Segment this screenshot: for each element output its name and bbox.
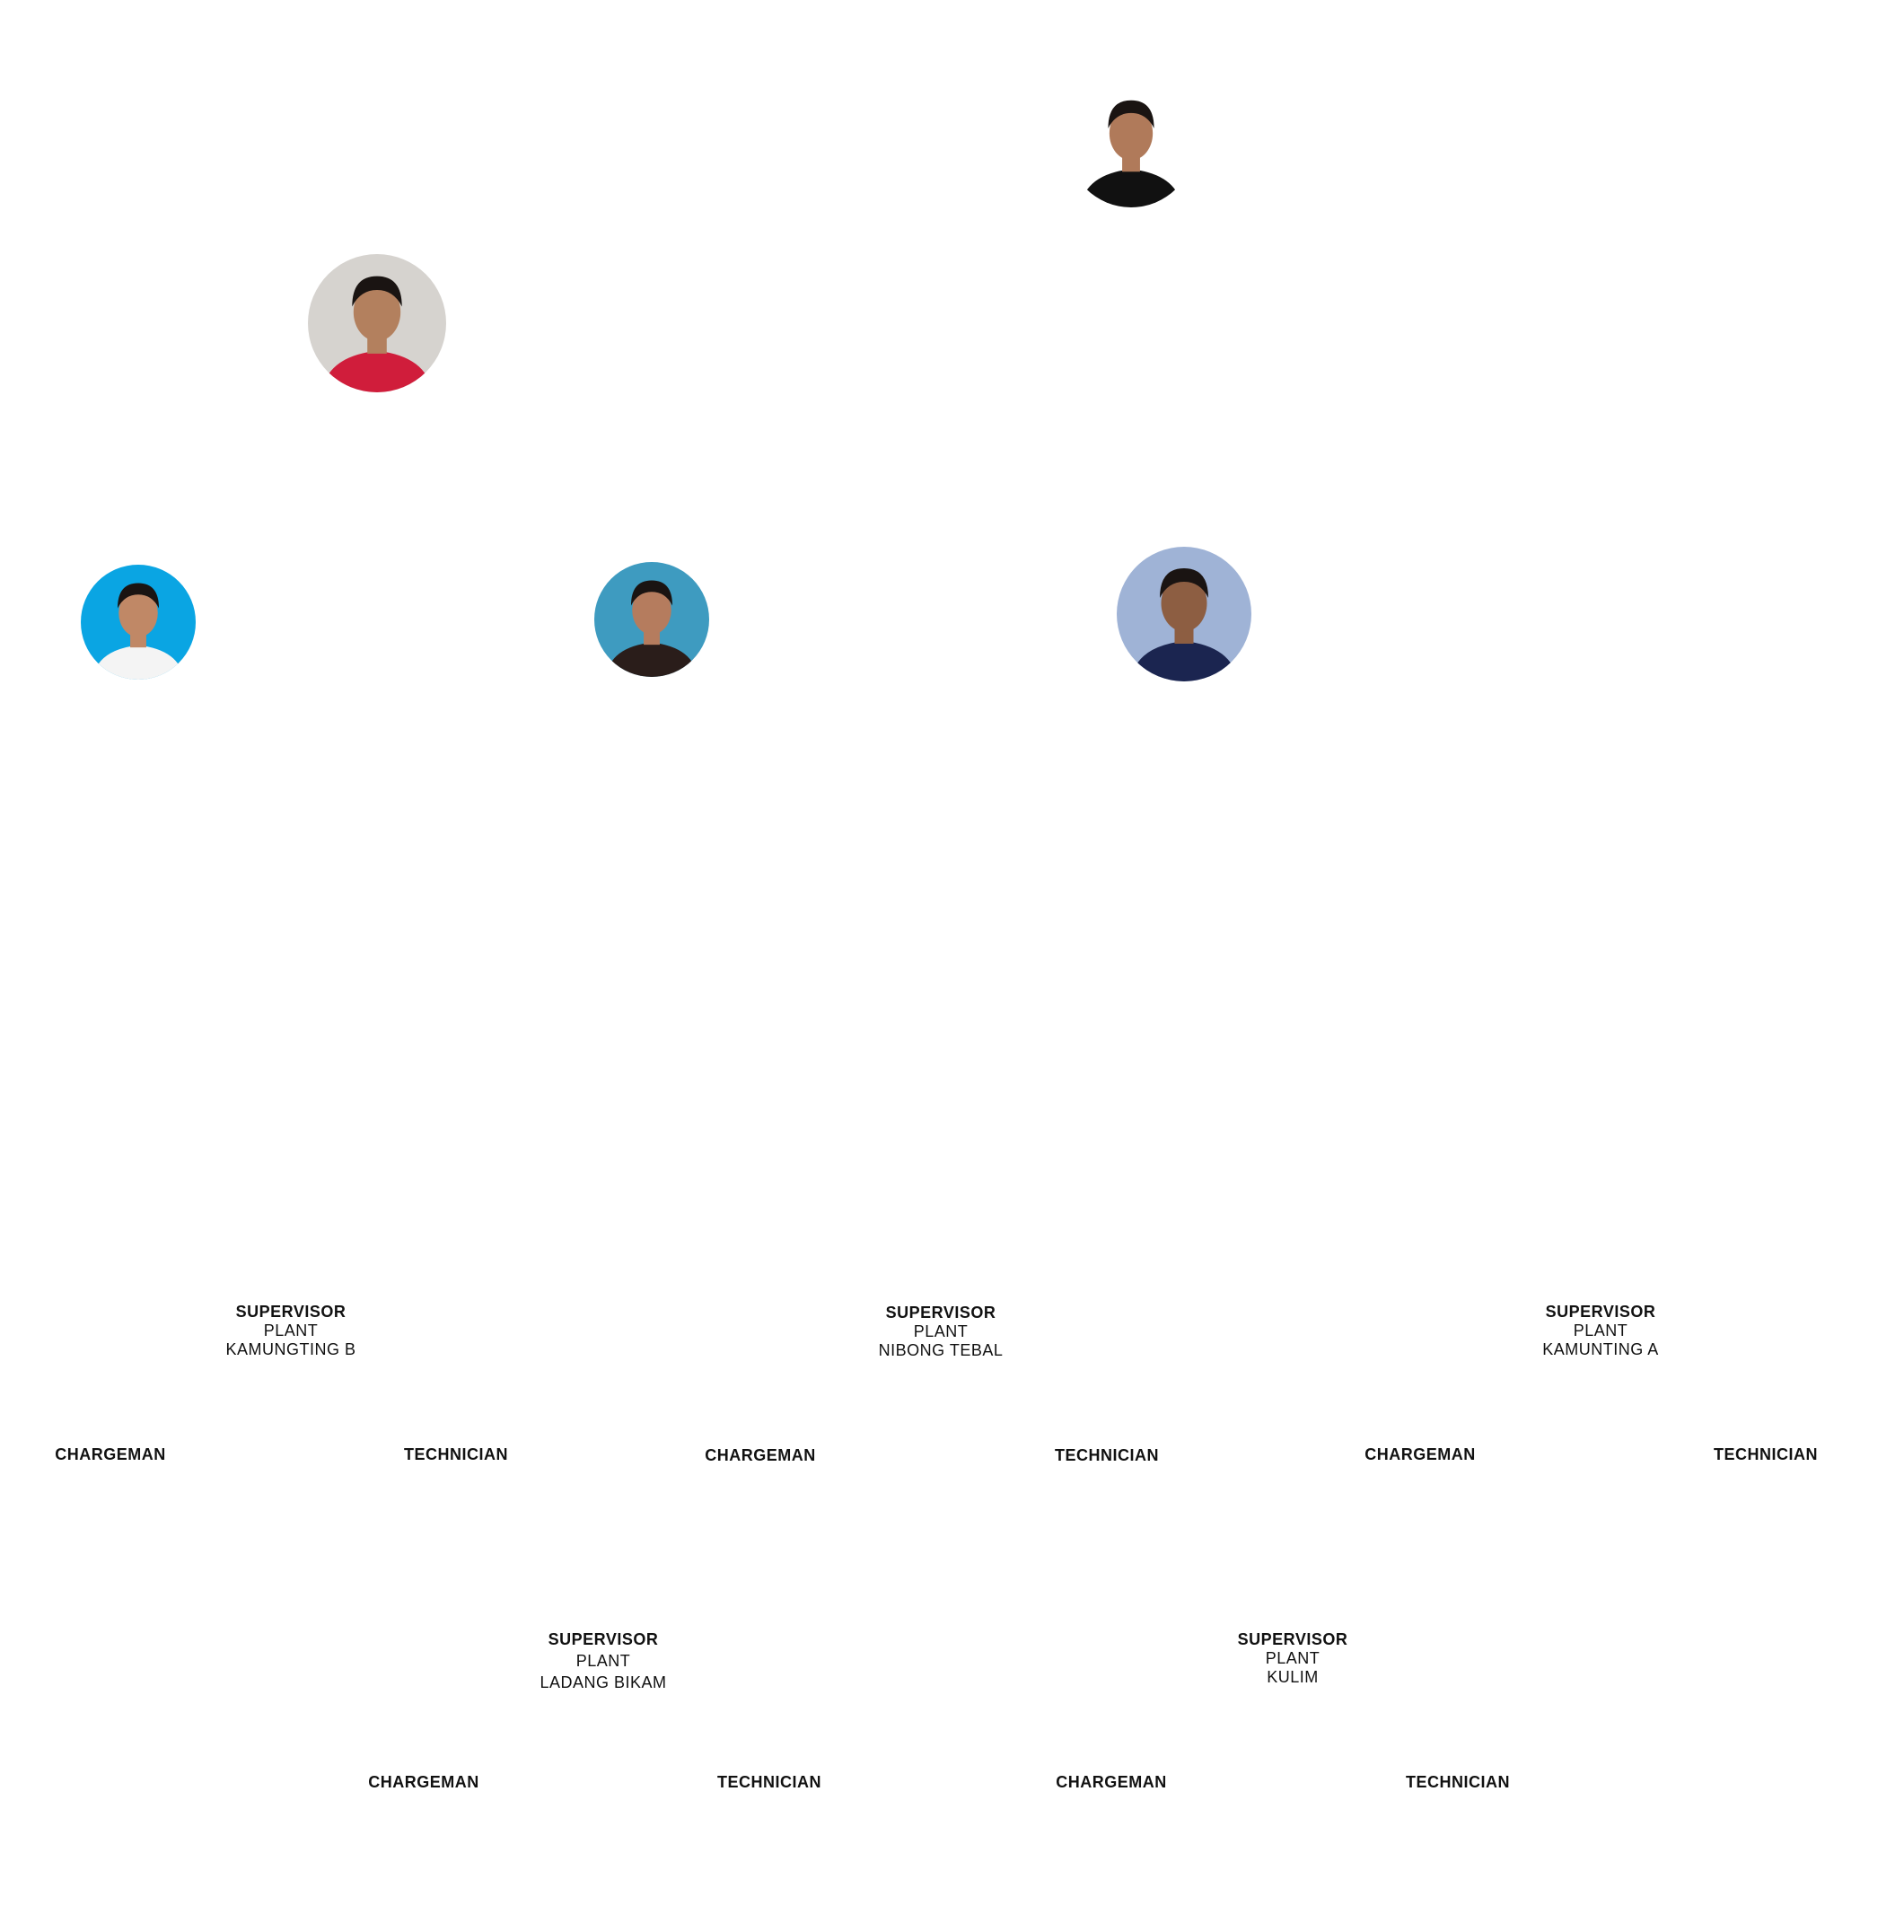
avatar-staff-2 — [81, 565, 196, 680]
person-photo-teal-bg-icon — [594, 562, 709, 677]
avatar-staff-3 — [594, 562, 709, 677]
plant-name: NIBONG TEBAL — [878, 1341, 1004, 1359]
avatar-staff-4 — [1117, 547, 1251, 681]
plant-label: PLANT — [1573, 1322, 1628, 1339]
supervisor-kamungting-b: SUPERVISOR PLANT KAMUNGTING B — [225, 1303, 355, 1359]
role-technician: TECHNICIAN — [1406, 1773, 1510, 1791]
person-photo-suit-icon — [1067, 80, 1195, 207]
role-chargeman: CHARGEMAN — [705, 1446, 816, 1464]
avatar-staff-1 — [308, 254, 446, 392]
role-technician: TECHNICIAN — [1714, 1445, 1818, 1463]
supervisor-ladang-bikam: SUPERVISOR PLANT LADANG BIKAM — [540, 1630, 666, 1692]
plant-name: KAMUNGTING B — [225, 1340, 356, 1358]
role-chargeman: CHARGEMAN — [1364, 1445, 1476, 1463]
supervisor-nibong-tebal: SUPERVISOR PLANT NIBONG TEBAL — [879, 1304, 1004, 1360]
role-chargeman: CHARGEMAN — [1056, 1773, 1167, 1791]
role-technician: TECHNICIAN — [1055, 1446, 1159, 1464]
role-chargeman: CHARGEMAN — [368, 1773, 479, 1791]
supervisor-title: SUPERVISOR — [885, 1304, 996, 1322]
avatar-manager — [1067, 80, 1195, 207]
person-photo-outdoor-icon — [1117, 547, 1251, 681]
role-technician: TECHNICIAN — [404, 1445, 508, 1463]
plant-name: KULIM — [1267, 1668, 1319, 1686]
supervisor-title: SUPERVISOR — [1237, 1630, 1348, 1648]
person-photo-blue-bg-icon — [81, 565, 196, 680]
plant-name: KAMUNTING A — [1542, 1340, 1659, 1358]
plant-name: LADANG BIKAM — [540, 1673, 667, 1691]
supervisor-kulim: SUPERVISOR PLANT KULIM — [1238, 1630, 1348, 1687]
role-chargeman: CHARGEMAN — [55, 1445, 166, 1463]
supervisor-title: SUPERVISOR — [548, 1630, 659, 1648]
plant-label: PLANT — [263, 1322, 319, 1339]
supervisor-title: SUPERVISOR — [235, 1303, 347, 1321]
supervisor-title: SUPERVISOR — [1545, 1303, 1656, 1321]
plant-label: PLANT — [1265, 1649, 1321, 1667]
plant-label: PLANT — [575, 1652, 631, 1670]
person-photo-red-jacket-icon — [308, 254, 446, 392]
plant-label: PLANT — [913, 1322, 969, 1340]
role-technician: TECHNICIAN — [717, 1773, 821, 1791]
supervisor-kamunting-a: SUPERVISOR PLANT KAMUNTING A — [1542, 1303, 1659, 1359]
